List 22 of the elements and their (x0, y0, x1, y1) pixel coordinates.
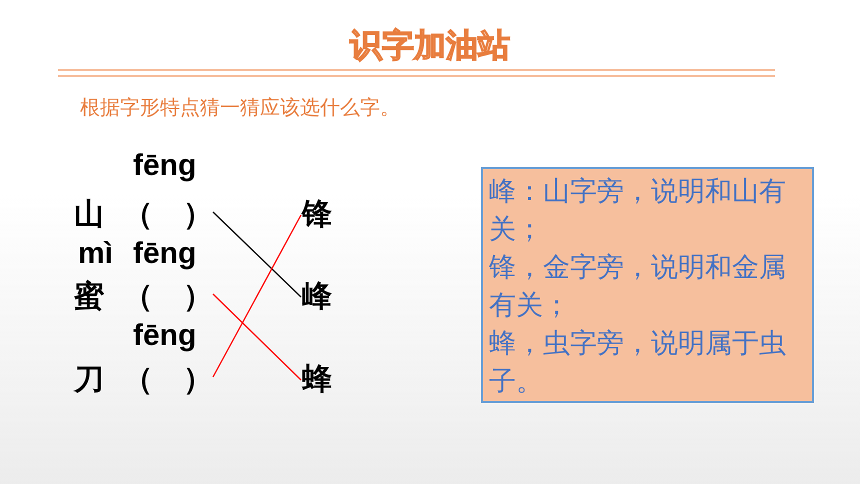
answer-character: 蜂 (302, 362, 340, 398)
explanation-box (481, 167, 814, 403)
answer-blank: （ ） (122, 197, 214, 233)
explanation-text: 峰：山字旁，说明和山有关； (489, 175, 787, 247)
matching-line (212, 212, 302, 298)
answer-character: 峰 (302, 279, 340, 315)
character: 刀 (74, 362, 104, 398)
explanation-text: 蜂，虫字旁，说明属于虫子。 (489, 327, 787, 399)
matching-line (212, 214, 302, 378)
answer-blank: （ ） (122, 279, 214, 315)
character: 蜜 (74, 279, 104, 315)
answer-character: 锋 (302, 197, 340, 233)
matching-line (212, 294, 302, 380)
pinyin: fēng (133, 236, 196, 272)
pinyin: mì (78, 236, 114, 272)
character: 山 (74, 197, 104, 233)
instruction-text: 根据字形特点猜一猜应该选什么字。 (80, 94, 400, 121)
answer-blank: （ ） (122, 362, 214, 398)
pinyin: fēng (133, 318, 196, 354)
explanation-text: 锋，金字旁，说明和金属有关； (489, 251, 787, 323)
title: 识字加油站 (348, 25, 511, 66)
pinyin: fēng (133, 148, 196, 184)
